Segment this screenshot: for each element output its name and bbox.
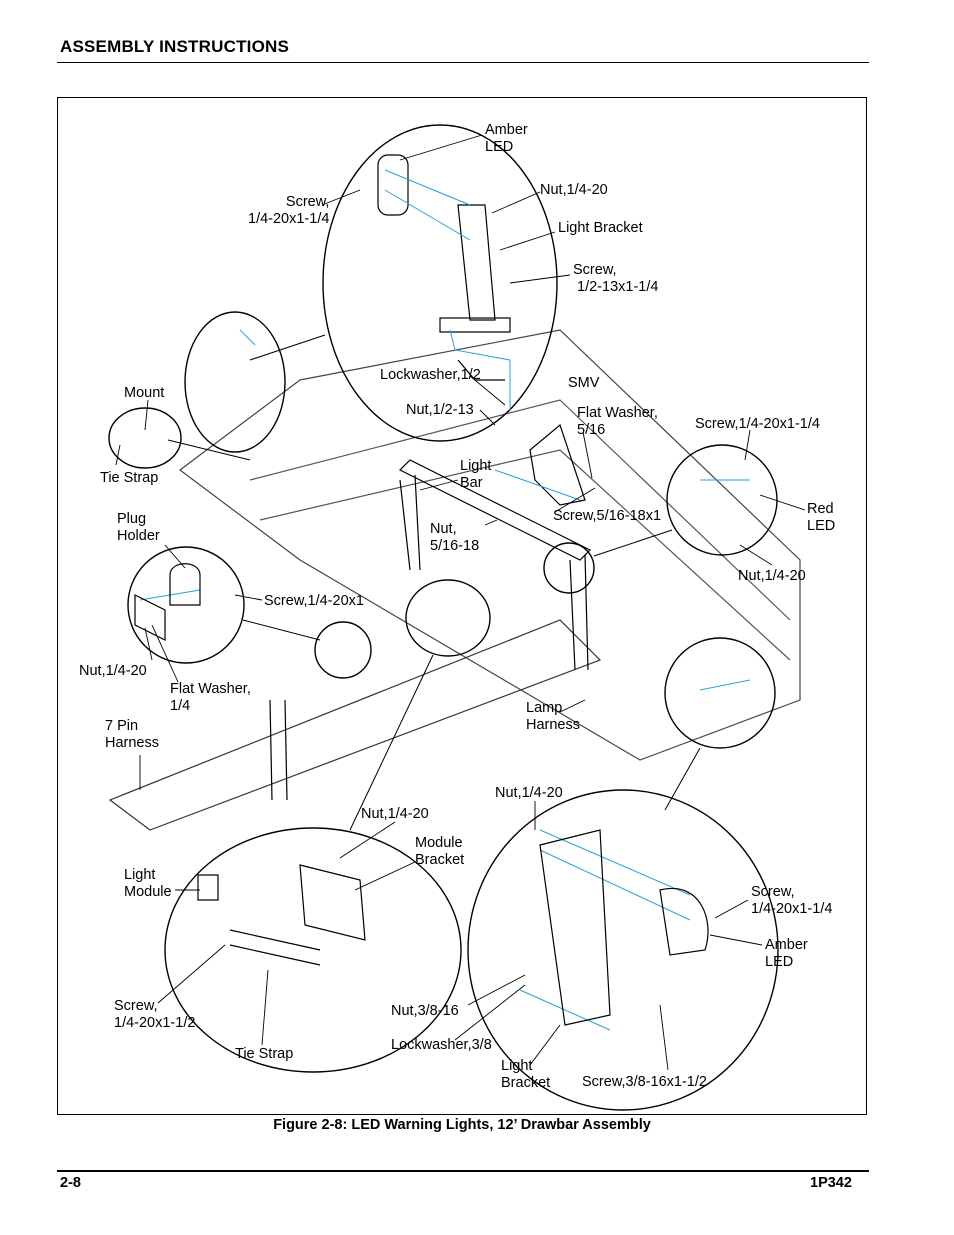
callout-lockwasher-12: Lockwasher,1/2 <box>380 367 481 383</box>
detail-circle-left <box>184 311 286 453</box>
callout-nut-1420-bottom-left: Nut,1/4-20 <box>361 806 429 822</box>
callout-light-bracket-top: Light Bracket <box>558 220 643 236</box>
callout-plug-holder: Plug Holder <box>117 511 160 544</box>
callout-light-module: Light Module <box>124 867 172 900</box>
callout-flat-washer-14: Flat Washer, 1/4 <box>170 681 251 714</box>
callout-screw-51618x1: Screw,5/16-18x1 <box>553 508 662 524</box>
callout-screw-3816x112: Screw,3/8-16x1-1/2 <box>582 1074 707 1090</box>
callout-light-bracket-bottom: Light Bracket <box>501 1058 551 1091</box>
callout-nut-51618: Nut, 5/16-18 <box>430 521 480 554</box>
callout-light-bar: Light Bar <box>460 458 492 491</box>
detail-circle-plug <box>127 546 245 664</box>
detail-circle-red-led <box>666 444 778 556</box>
callout-screw-1420x114-right: Screw,1/4-20x1-1/4 <box>695 416 820 432</box>
callout-nut-1213: Nut,1/2-13 <box>406 402 474 418</box>
detail-circle-top <box>322 124 558 442</box>
callout-lamp-harness: Lamp Harness <box>526 700 580 733</box>
callout-tie-strap-upper: Tie Strap <box>100 470 159 486</box>
callout-screw-1420x1: Screw,1/4-20x1 <box>264 593 364 609</box>
callout-amber-led-top: Amber LED <box>485 122 528 155</box>
callout-lockwasher-38: Lockwasher,3/8 <box>391 1037 492 1053</box>
detail-circle-module <box>164 827 462 1073</box>
callout-seven-pin-harness: 7 Pin Harness <box>105 718 159 751</box>
callout-nut-3816: Nut,3/8-16 <box>391 1003 459 1019</box>
callout-module-bracket: Module Bracket <box>415 835 465 868</box>
callout-screw-1420x114-bottom: Screw, 1/4-20x1-1/4 <box>751 884 833 917</box>
footer-rule <box>57 1170 869 1172</box>
callout-mount: Mount <box>124 385 165 401</box>
callout-nut-1420-top: Nut,1/4-20 <box>540 182 608 198</box>
document-id: 1P342 <box>810 1175 852 1191</box>
detail-circle-mount <box>108 407 182 469</box>
callout-tie-strap-lower: Tie Strap <box>235 1046 294 1062</box>
page-header-title: ASSEMBLY INSTRUCTIONS <box>60 37 290 56</box>
callout-nut-1420-bottom-right: Nut,1/4-20 <box>495 785 563 801</box>
detail-circle-bottom <box>467 789 779 1111</box>
callout-screw-1213x114: Screw, 1/2-13x1-1/4 <box>573 262 659 295</box>
header-rule <box>57 62 869 63</box>
callout-nut-1420-left: Nut,1/4-20 <box>79 663 147 679</box>
figure-caption: Figure 2-8: LED Warning Lights, 12’ Draw… <box>273 1117 651 1133</box>
callout-flat-washer-516: Flat Washer, 5/16 <box>577 405 658 438</box>
callout-screw-1420x112: Screw, 1/4-20x1-1/2 <box>114 998 196 1031</box>
callout-screw-1420x114-top: Screw, 1/4-20x1-1/4 <box>248 194 330 227</box>
page-number: 2-8 <box>60 1175 81 1191</box>
figure-frame <box>57 97 867 1115</box>
callout-smv: SMV <box>568 375 600 391</box>
callout-nut-1420-right: Nut,1/4-20 <box>738 568 806 584</box>
callout-amber-led-bottom: Amber LED <box>765 937 808 970</box>
callout-red-led: Red LED <box>807 501 836 534</box>
